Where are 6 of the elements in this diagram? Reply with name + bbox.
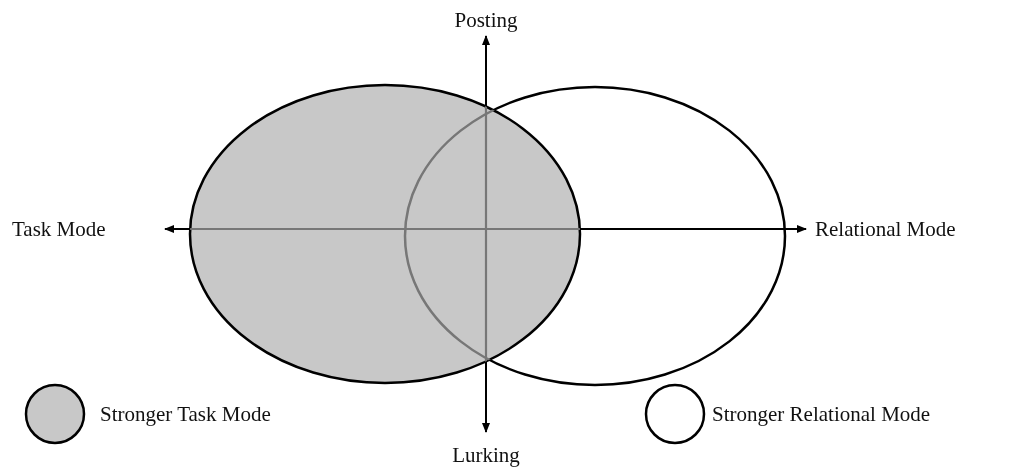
axis-label: Task Mode [12, 217, 106, 241]
legend-label: Stronger Task Mode [100, 402, 271, 426]
axis-label: Posting [454, 8, 518, 32]
axis-label: Relational Mode [815, 217, 956, 241]
legend-label: Stronger Relational Mode [712, 402, 931, 426]
axis-label: Lurking [452, 443, 520, 467]
